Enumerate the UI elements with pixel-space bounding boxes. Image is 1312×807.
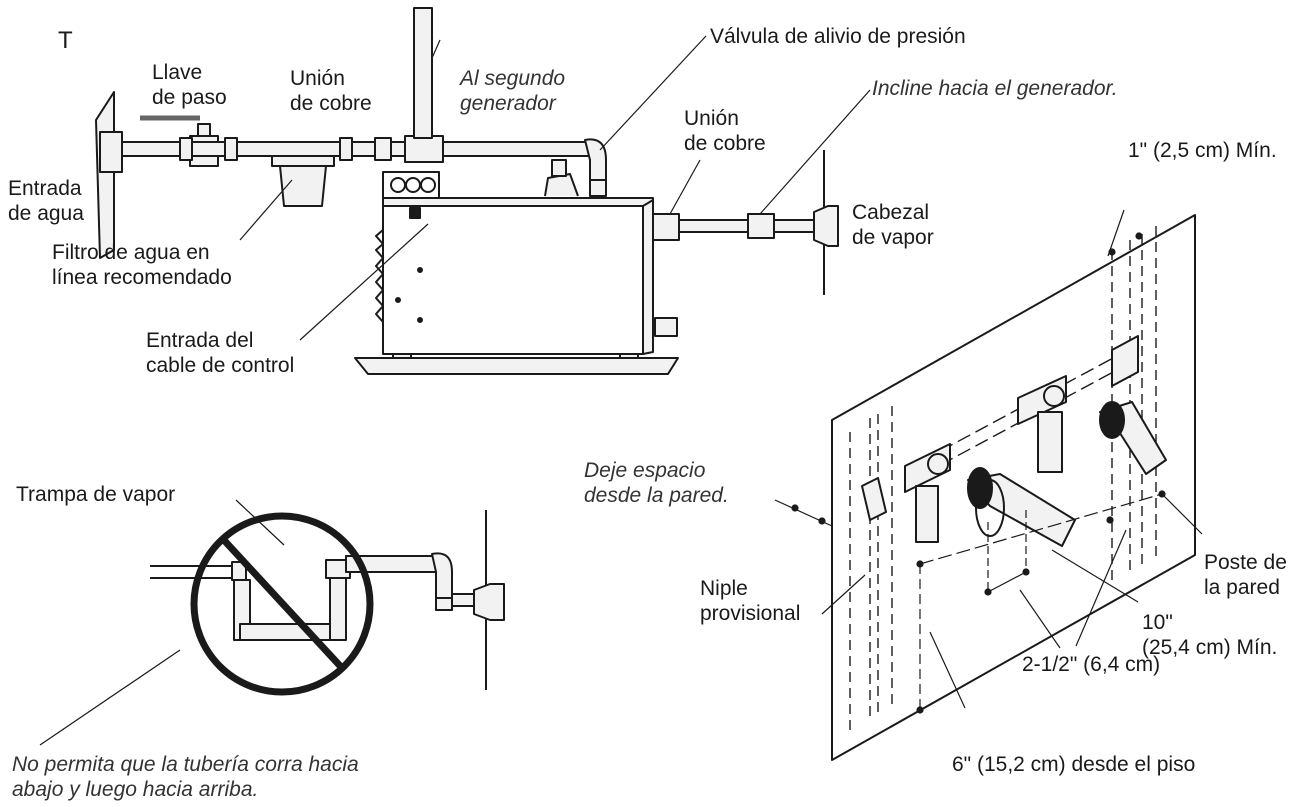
- label-min-1in: 1" (2,5 cm) Mín.: [1128, 139, 1277, 162]
- label-steam-head: Cabezal de vapor: [852, 200, 934, 250]
- label-copper-union-1: Unión de cobre: [290, 66, 372, 116]
- label-wall-space-line-2: desde la pared.: [584, 484, 729, 507]
- label-copper-union-1-line-2: de cobre: [290, 92, 372, 115]
- drop-ear-elbow-1: [904, 443, 951, 543]
- temporary-nipple-1: [967, 467, 1076, 547]
- label-copper-union-2-line-1: Unión: [684, 107, 739, 130]
- leader-lines-top: [239, 35, 871, 341]
- steam-trap-detail: [39, 499, 505, 746]
- steam-head: [813, 150, 839, 295]
- label-pressure-relief-valve: Válvula de alivio de presión: [710, 25, 966, 48]
- label-water-inlet-line-2: de agua: [8, 202, 84, 225]
- label-water-filter-line-2: línea recomendado: [52, 266, 232, 289]
- label-wall-stud-line-2: la pared: [1204, 576, 1280, 599]
- label-slope-note: Incline hacia el generador.: [872, 77, 1118, 100]
- label-steam-trap: Trampa de vapor: [16, 483, 176, 506]
- label-no-trap-note: No permita que la tubería corra hacia ab…: [12, 752, 359, 802]
- label-temp-nipple-line-1: Niple: [700, 577, 748, 600]
- generator-unit: [354, 159, 679, 375]
- label-steam-head-line-2: de vapor: [852, 226, 934, 249]
- label-control-cable-inlet-line-1: Entrada del: [146, 329, 254, 352]
- t-fitting: [95, 91, 123, 259]
- label-t-fitting: T: [58, 27, 73, 54]
- supply-pipe: [121, 135, 591, 163]
- label-water-filter-line-1: Filtro de agua en: [52, 241, 210, 264]
- label-min-10in-line-2: (25,4 cm) Mín.: [1142, 636, 1278, 659]
- label-no-trap-note-line-1: No permita que la tubería corra hacia: [12, 753, 359, 776]
- label-spacing-2-5in: 2-1/2" (6,4 cm): [1022, 653, 1161, 676]
- label-copper-union-1-line-1: Unión: [290, 67, 345, 90]
- label-copper-union-2: Unión de cobre: [684, 106, 766, 156]
- label-shutoff-valve: Llave de paso: [152, 60, 227, 110]
- label-steam-head-line-1: Cabezal: [852, 201, 930, 224]
- riser-to-second-generator: [413, 7, 433, 139]
- label-second-generator: Al segundo generador: [460, 66, 565, 116]
- label-wall-space-line-1: Deje espacio: [584, 459, 706, 482]
- label-no-trap-note-line-2: abajo y luego hacia arriba.: [12, 778, 259, 801]
- label-wall-space: Deje espacio desde la pared.: [584, 458, 729, 508]
- label-second-generator-line-1: Al segundo: [460, 67, 566, 90]
- steam-outlet-pipe: [652, 213, 825, 241]
- label-temp-nipple-line-2: provisional: [700, 602, 801, 625]
- label-control-cable-inlet-line-2: cable de control: [146, 354, 295, 377]
- label-min-10in: 10" (25,4 cm) Mín.: [1142, 610, 1277, 660]
- label-control-cable-inlet: Entrada del cable de control: [146, 328, 294, 378]
- wall-panel-detail: [774, 209, 1203, 761]
- temporary-nipple-2: [1099, 401, 1167, 475]
- label-temp-nipple: Niple provisional: [700, 576, 800, 626]
- label-copper-union-2-line-2: de cobre: [684, 132, 766, 155]
- label-floor-6in: 6" (15,2 cm) desde el piso: [952, 753, 1196, 776]
- dimension-lines: [774, 209, 1203, 714]
- label-shutoff-valve-line-1: Llave: [152, 61, 203, 84]
- label-shutoff-valve-line-2: de paso: [152, 86, 227, 109]
- label-water-inlet: Entrada de agua: [8, 176, 84, 226]
- label-water-inlet-line-1: Entrada: [8, 177, 82, 200]
- label-wall-stud-line-1: Poste de: [1204, 551, 1287, 574]
- label-water-filter: Filtro de agua en línea recomendado: [52, 240, 232, 290]
- drop-ear-elbow-2: [1017, 375, 1067, 473]
- label-wall-stud: Poste de la pared: [1204, 550, 1287, 600]
- label-second-generator-line-2: generador: [460, 92, 556, 115]
- elbow-fitting: [584, 138, 607, 197]
- label-min-10in-line-1: 10": [1142, 611, 1173, 634]
- water-filter: [271, 155, 335, 207]
